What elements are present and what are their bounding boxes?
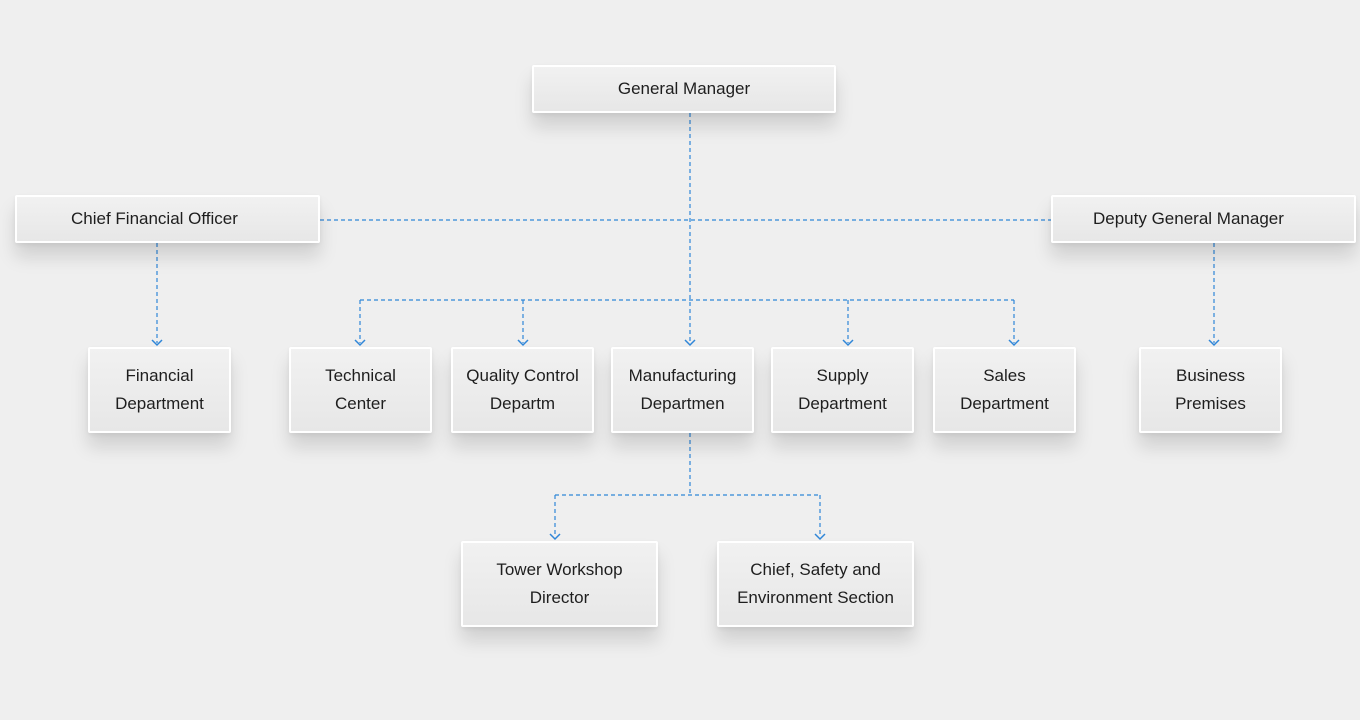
node-label-line-2: Director bbox=[529, 588, 590, 607]
node-business-premises[interactable]: Business Premises bbox=[1139, 347, 1282, 433]
arrow-quality bbox=[517, 339, 529, 347]
node-label-line-1: Supply bbox=[816, 366, 869, 385]
node-label-line-2: Departmen bbox=[640, 394, 725, 413]
arrow-sales bbox=[1008, 339, 1020, 347]
node-label-line-2: Environment Section bbox=[737, 588, 894, 607]
node-label-line-1: Technical bbox=[325, 366, 396, 385]
node-label-line-1: Financial bbox=[125, 366, 194, 385]
node-label: Chief Financial Officer bbox=[71, 209, 238, 228]
node-label-line-2: Department bbox=[798, 394, 887, 413]
node-sales-department[interactable]: Sales Department bbox=[933, 347, 1076, 433]
arrow-business bbox=[1208, 339, 1220, 347]
node-label: General Manager bbox=[617, 79, 751, 98]
node-label-line-1: Business bbox=[1176, 366, 1245, 385]
node-label-line-1: Tower Workshop bbox=[496, 560, 623, 579]
node-label-line-1: Manufacturing bbox=[628, 366, 737, 385]
node-label-line-1: Sales bbox=[983, 366, 1026, 385]
node-deputy-general-manager[interactable]: Deputy General Manager bbox=[1051, 195, 1356, 243]
node-supply-department[interactable]: Supply Department bbox=[771, 347, 914, 433]
node-label-line-2: Premises bbox=[1175, 394, 1246, 413]
node-tower-workshop[interactable]: Tower Workshop Director bbox=[461, 541, 658, 627]
arrow-financial bbox=[151, 339, 163, 347]
node-quality-control[interactable]: Quality Control Departm bbox=[451, 347, 594, 433]
node-label-line-2: Departm bbox=[489, 394, 556, 413]
node-safety-environment[interactable]: Chief, Safety and Environment Section bbox=[717, 541, 914, 627]
node-general-manager[interactable]: General Manager bbox=[532, 65, 836, 113]
node-label-line-2: Department bbox=[960, 394, 1049, 413]
node-technical-center[interactable]: Technical Center bbox=[289, 347, 432, 433]
node-manufacturing[interactable]: Manufacturing Departmen bbox=[611, 347, 754, 433]
node-label-line-1: Quality Control bbox=[466, 366, 579, 385]
node-label-line-2: Center bbox=[334, 394, 387, 413]
arrow-tower bbox=[549, 533, 561, 541]
node-chief-financial-officer[interactable]: Chief Financial Officer bbox=[15, 195, 320, 243]
node-label-line-1: Chief, Safety and bbox=[750, 560, 881, 579]
arrow-manufacturing bbox=[684, 339, 696, 347]
arrow-technical bbox=[354, 339, 366, 347]
arrow-supply bbox=[842, 339, 854, 347]
arrow-safety bbox=[814, 533, 826, 541]
node-label-line-2: Department bbox=[115, 394, 204, 413]
node-financial-department[interactable]: Financial Department bbox=[88, 347, 231, 433]
node-label: Deputy General Manager bbox=[1093, 209, 1284, 228]
